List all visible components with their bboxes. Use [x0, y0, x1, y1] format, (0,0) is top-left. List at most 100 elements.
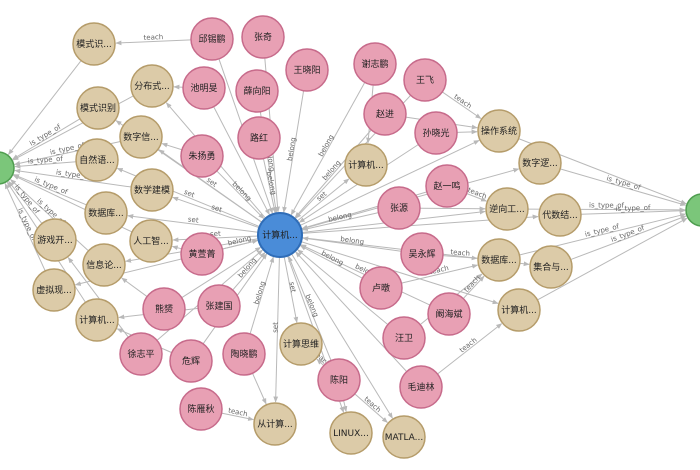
- course-node-circle[interactable]: [75, 298, 119, 342]
- person-node-circle[interactable]: [377, 186, 421, 230]
- person-node-circle[interactable]: [197, 284, 241, 328]
- person-node-circle[interactable]: [142, 287, 186, 331]
- course-node-circle[interactable]: [32, 268, 76, 312]
- category-node-circle[interactable]: [685, 193, 700, 227]
- person-node-circle[interactable]: [179, 387, 223, 431]
- person-node-circle[interactable]: [169, 339, 213, 383]
- person-node-circle[interactable]: [180, 232, 224, 276]
- person-node[interactable]: 张源: [377, 186, 421, 230]
- person-node[interactable]: 阚海斌: [427, 292, 471, 336]
- person-node-circle[interactable]: [363, 92, 407, 136]
- person-node[interactable]: 孙晓光: [414, 111, 458, 155]
- course-node[interactable]: MATLA...: [382, 415, 426, 459]
- course-node-circle[interactable]: [119, 115, 163, 159]
- course-node-circle[interactable]: [477, 109, 521, 153]
- person-node-circle[interactable]: [400, 232, 444, 276]
- person-node-circle[interactable]: [190, 17, 234, 61]
- person-node-circle[interactable]: [425, 164, 469, 208]
- person-node[interactable]: 毛迪林: [399, 365, 443, 409]
- course-node[interactable]: 信息论...: [82, 243, 126, 287]
- category-node[interactable]: [0, 151, 15, 185]
- course-node[interactable]: 操作系统: [477, 109, 521, 153]
- person-node-circle[interactable]: [359, 266, 403, 310]
- person-node-circle[interactable]: [182, 66, 226, 110]
- person-node[interactable]: 张奇: [241, 15, 285, 59]
- course-node[interactable]: 计算机...: [344, 143, 388, 187]
- person-node[interactable]: 路红: [237, 116, 281, 160]
- course-node-circle[interactable]: [84, 191, 128, 235]
- course-node-circle[interactable]: [538, 193, 582, 237]
- course-node-circle[interactable]: [72, 22, 116, 66]
- course-node-circle[interactable]: [382, 415, 426, 459]
- person-node[interactable]: 张建国: [197, 284, 241, 328]
- course-node[interactable]: 数据库...: [477, 238, 521, 282]
- course-node-circle[interactable]: [76, 86, 120, 130]
- course-node[interactable]: 数字逻...: [518, 141, 562, 185]
- course-node-circle[interactable]: [33, 218, 77, 262]
- person-node[interactable]: 危辉: [169, 339, 213, 383]
- person-node-circle[interactable]: [180, 134, 224, 178]
- course-node[interactable]: 数据库...: [84, 191, 128, 235]
- course-node-circle[interactable]: [75, 138, 119, 182]
- course-node[interactable]: 模式识...: [72, 22, 116, 66]
- person-node-circle[interactable]: [427, 292, 471, 336]
- person-node-circle[interactable]: [285, 48, 329, 92]
- course-node-circle[interactable]: [130, 64, 174, 108]
- course-node-circle[interactable]: [497, 288, 541, 332]
- person-node[interactable]: 吴永辉: [400, 232, 444, 276]
- person-node-circle[interactable]: [235, 69, 279, 113]
- course-node[interactable]: 虚拟现...: [32, 268, 76, 312]
- person-node[interactable]: 王晓阳: [285, 48, 329, 92]
- course-node[interactable]: 集合与...: [529, 245, 573, 289]
- category-node-circle[interactable]: [0, 151, 15, 185]
- person-node[interactable]: 徐志平: [119, 332, 163, 376]
- course-node[interactable]: 模式识别: [76, 86, 120, 130]
- person-node-circle[interactable]: [403, 58, 447, 102]
- person-node-circle[interactable]: [414, 111, 458, 155]
- course-node-circle[interactable]: [477, 238, 521, 282]
- course-node-circle[interactable]: [485, 187, 529, 231]
- course-node[interactable]: 计算思维: [279, 322, 323, 366]
- person-node[interactable]: 陈阳: [317, 358, 361, 402]
- person-node[interactable]: 池明旻: [182, 66, 226, 110]
- course-node[interactable]: 从计算...: [253, 402, 297, 446]
- course-node-circle[interactable]: [329, 411, 373, 455]
- course-node[interactable]: 计算机...: [75, 298, 119, 342]
- course-node-circle[interactable]: [529, 245, 573, 289]
- course-node-circle[interactable]: [82, 243, 126, 287]
- center-node[interactable]: 计算机...: [257, 212, 303, 258]
- course-node[interactable]: 代数结...: [538, 193, 582, 237]
- person-node-circle[interactable]: [399, 365, 443, 409]
- course-node-circle[interactable]: [130, 168, 174, 212]
- course-node-circle[interactable]: [279, 322, 323, 366]
- person-node[interactable]: 陶晓鹏: [222, 332, 266, 376]
- course-node[interactable]: 数学建模: [130, 168, 174, 212]
- person-node[interactable]: 朱扬勇: [180, 134, 224, 178]
- person-node[interactable]: 黄萱菁: [180, 232, 224, 276]
- course-node[interactable]: 分布式...: [130, 64, 174, 108]
- person-node[interactable]: 卢暾: [359, 266, 403, 310]
- course-node[interactable]: LINUX...: [329, 411, 373, 455]
- course-node[interactable]: 自然语...: [75, 138, 119, 182]
- person-node-circle[interactable]: [241, 15, 285, 59]
- person-node[interactable]: 薛向阳: [235, 69, 279, 113]
- category-node[interactable]: [685, 193, 700, 227]
- course-node[interactable]: 游戏开...: [33, 218, 77, 262]
- person-node[interactable]: 熊赟: [142, 287, 186, 331]
- course-node[interactable]: 数字信...: [119, 115, 163, 159]
- person-node[interactable]: 谢志鹏: [353, 42, 397, 86]
- center-node-circle[interactable]: [257, 212, 303, 258]
- person-node-circle[interactable]: [119, 332, 163, 376]
- person-node-circle[interactable]: [222, 332, 266, 376]
- person-node[interactable]: 陈雁秋: [179, 387, 223, 431]
- person-node-circle[interactable]: [382, 316, 426, 360]
- course-node-circle[interactable]: [253, 402, 297, 446]
- person-node-circle[interactable]: [237, 116, 281, 160]
- person-node-circle[interactable]: [317, 358, 361, 402]
- person-node[interactable]: 邱锡鹏: [190, 17, 234, 61]
- course-node-circle[interactable]: [129, 219, 173, 263]
- course-node[interactable]: 计算机...: [497, 288, 541, 332]
- person-node[interactable]: 王飞: [403, 58, 447, 102]
- course-node[interactable]: 逆向工...: [485, 187, 529, 231]
